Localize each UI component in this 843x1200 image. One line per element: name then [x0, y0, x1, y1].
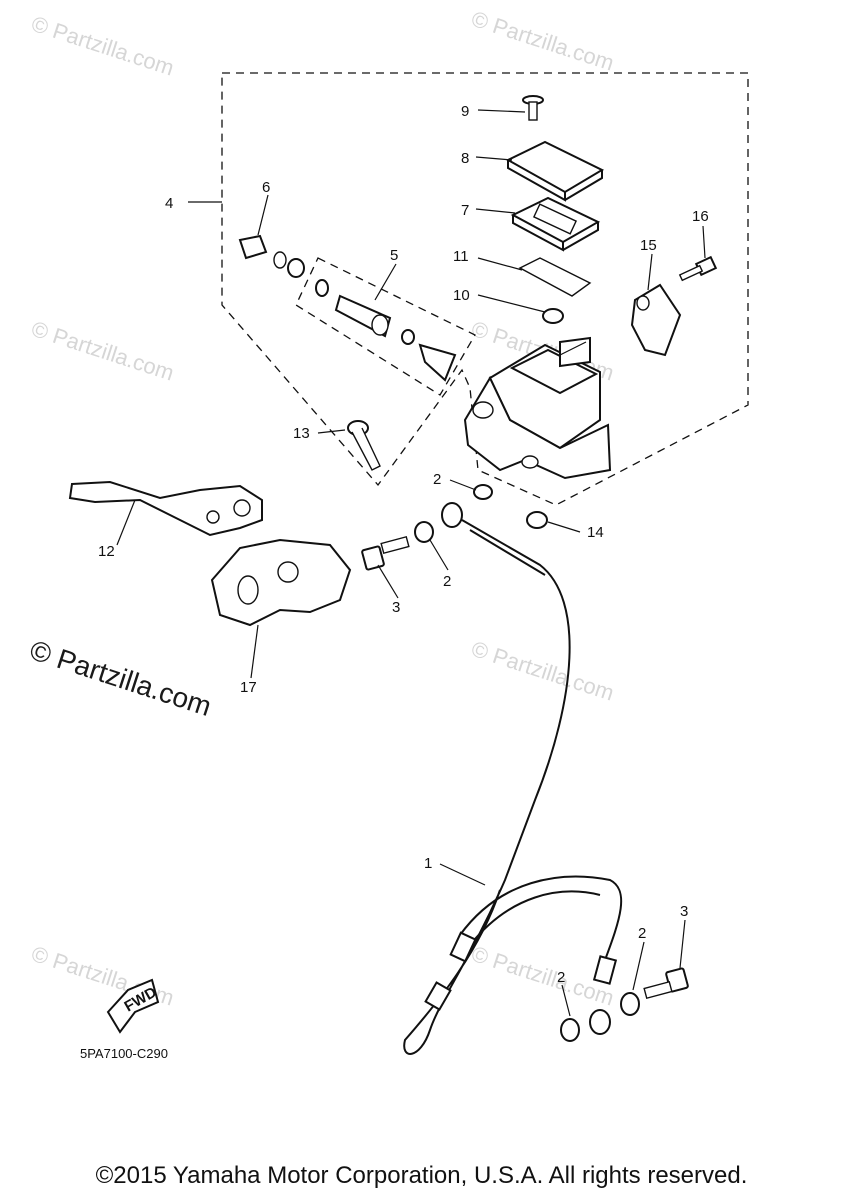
- callout-16: 16: [692, 208, 709, 225]
- callout-2: 2: [557, 969, 565, 986]
- lever-cover: [210, 538, 352, 627]
- float-washer: [542, 308, 564, 324]
- watermark: © Partzilla.com: [468, 636, 617, 706]
- brake-hose: [403, 502, 623, 1055]
- callout-11: 11: [453, 248, 469, 265]
- callout-13: 13: [293, 425, 310, 442]
- callout-5: 5: [390, 247, 398, 264]
- callout-17: 17: [240, 679, 257, 696]
- piston-kit-boundary: [295, 257, 476, 396]
- callout-14: 14: [587, 524, 604, 541]
- bleed-cap: [526, 511, 548, 529]
- union-bolt-lower: [643, 967, 689, 1000]
- callout-2: 2: [638, 925, 646, 942]
- callout-12: 12: [98, 543, 115, 560]
- callout-9: 9: [461, 103, 469, 120]
- callout-2: 2: [443, 573, 451, 590]
- copper-washer: [414, 521, 434, 543]
- callout-15: 15: [640, 237, 657, 254]
- callout-8: 8: [461, 150, 469, 167]
- leader-lines: [116, 109, 706, 1017]
- diagram-code: 5PA7100-C290: [80, 1046, 168, 1061]
- callout-2: 2: [433, 471, 441, 488]
- callout-6: 6: [262, 179, 270, 196]
- union-bolt-upper: [361, 535, 410, 571]
- callout-numbers: 9 8 7 4 6 5 11 10 15 16 13 12 17 2 2 3 1…: [98, 103, 709, 986]
- master-cylinder-body: [463, 336, 612, 480]
- piston-kit-parts: [315, 279, 457, 382]
- callout-4: 4: [165, 195, 173, 212]
- holder-bolt: [678, 255, 718, 282]
- copper-washer: [473, 484, 493, 500]
- copper-washer: [620, 992, 640, 1016]
- lever-pivot-bolt: [347, 420, 381, 471]
- master-cylinder-assembly-boundary: [221, 72, 749, 506]
- callout-7: 7: [461, 202, 469, 219]
- copper-washer: [560, 1018, 580, 1042]
- cap-screw: [522, 95, 544, 121]
- watermark: © Partzilla.com: [468, 6, 617, 76]
- reservoir-cap: [505, 140, 605, 202]
- callout-3: 3: [680, 903, 688, 920]
- diaphragm: [518, 257, 592, 297]
- watermark: © Partzilla.com: [28, 11, 177, 81]
- copyright-notice: ©2015 Yamaha Motor Corporation, U.S.A. A…: [95, 1162, 748, 1189]
- dust-boot: [238, 234, 305, 278]
- watermark-large: © Partzilla.com: [26, 634, 215, 722]
- callout-3: 3: [392, 599, 400, 616]
- watermark: © Partzilla.com: [28, 316, 177, 386]
- brake-lever: [68, 480, 263, 537]
- callout-1: 1: [424, 855, 432, 872]
- master-cylinder-holder: [630, 283, 682, 357]
- callout-10: 10: [453, 287, 470, 304]
